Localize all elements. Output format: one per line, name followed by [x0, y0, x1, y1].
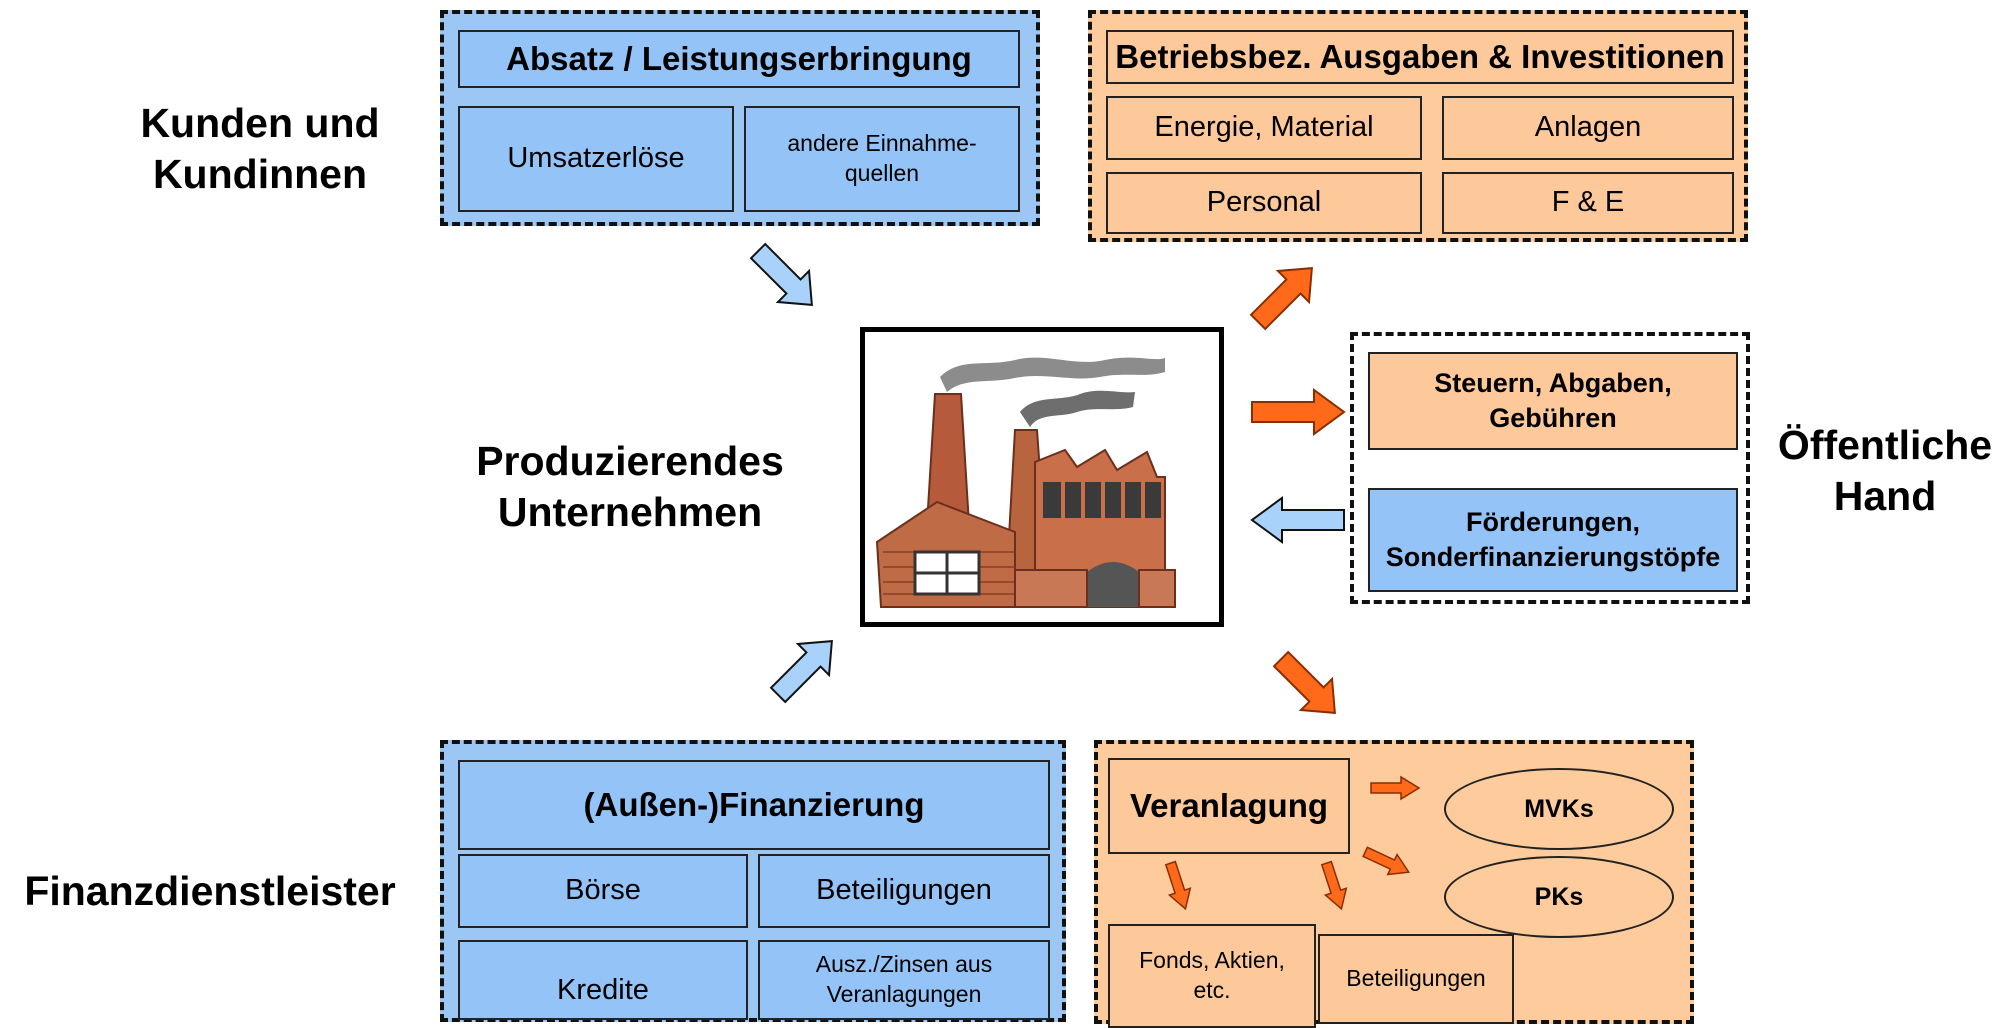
finanzierung-beteiligungen: Beteiligungen [758, 854, 1050, 928]
finanzierung-ausz: Ausz./Zinsen aus Veranlagungen [758, 940, 1050, 1020]
arrow-veranlagung-to-fonds [1164, 860, 1192, 911]
arrow-factory-to-ausgaben [1249, 267, 1313, 331]
ausgaben-energie: Energie, Material [1106, 96, 1422, 160]
label-unternehmen: Produzierendes Unternehmen [476, 438, 784, 536]
finanzierung-title: (Außen-)Finanzierung [458, 760, 1050, 850]
finanzierung-boerse: Börse [458, 854, 748, 928]
veranlagung-pks: PKs [1444, 856, 1674, 938]
arrow-veranlagung-to-pks [1362, 846, 1411, 876]
absatz-andere: andere Einnahme- quellen [744, 106, 1020, 212]
finanzierung-kredite: Kredite [458, 940, 748, 1020]
label-kunden: Kunden und Kundinnen [140, 100, 380, 198]
ausgaben-fue: F & E [1442, 172, 1734, 234]
label-oeffentliche-hand: Öffentliche Hand [1777, 422, 1993, 520]
group-veranlagung: Veranlagung MVKs PKs Fonds, Aktien, etc.… [1094, 740, 1694, 1028]
group-absatz: Absatz / Leistungserbringung Umsatzerlös… [440, 10, 1040, 226]
arrow-factory-to-veranlagung [1272, 650, 1336, 714]
absatz-title: Absatz / Leistungserbringung [458, 30, 1020, 88]
absatz-umsatz: Umsatzerlöse [458, 106, 734, 212]
arrow-factory-to-steuern [1251, 388, 1346, 436]
arrow-veranlagung-to-beteiligungen [1320, 860, 1348, 911]
group-oeffentliche-hand: Steuern, Abgaben, Gebühren Förderungen, … [1350, 332, 1750, 604]
ausgaben-personal: Personal [1106, 172, 1422, 234]
arrow-absatz-to-factory [749, 242, 813, 306]
label-finanzdienstleister: Finanzdienstleister [24, 868, 396, 914]
group-finanzierung: (Außen-)Finanzierung Börse Beteiligungen… [440, 740, 1066, 1022]
factory-illustration-icon [875, 357, 1176, 608]
arrow-foerderungen-to-factory [1250, 496, 1345, 544]
arrow-veranlagung-to-mvks [1370, 775, 1421, 801]
arrow-finanzierung-to-factory [769, 640, 833, 704]
veranlagung-mvks: MVKs [1444, 768, 1674, 850]
veranlagung-fonds: Fonds, Aktien, etc. [1108, 924, 1316, 1028]
factory-image [860, 327, 1224, 627]
veranlagung-title: Veranlagung [1108, 758, 1350, 854]
veranlagung-beteiligungen: Beteiligungen [1318, 934, 1514, 1024]
group-ausgaben: Betriebsbez. Ausgaben & Investitionen En… [1088, 10, 1748, 242]
ausgaben-anlagen: Anlagen [1442, 96, 1734, 160]
ausgaben-title: Betriebsbez. Ausgaben & Investitionen [1106, 30, 1734, 84]
oeffentlich-steuern: Steuern, Abgaben, Gebühren [1368, 352, 1738, 450]
oeffentlich-foerderungen: Förderungen, Sonderfinanzierungstöpfe [1368, 488, 1738, 592]
